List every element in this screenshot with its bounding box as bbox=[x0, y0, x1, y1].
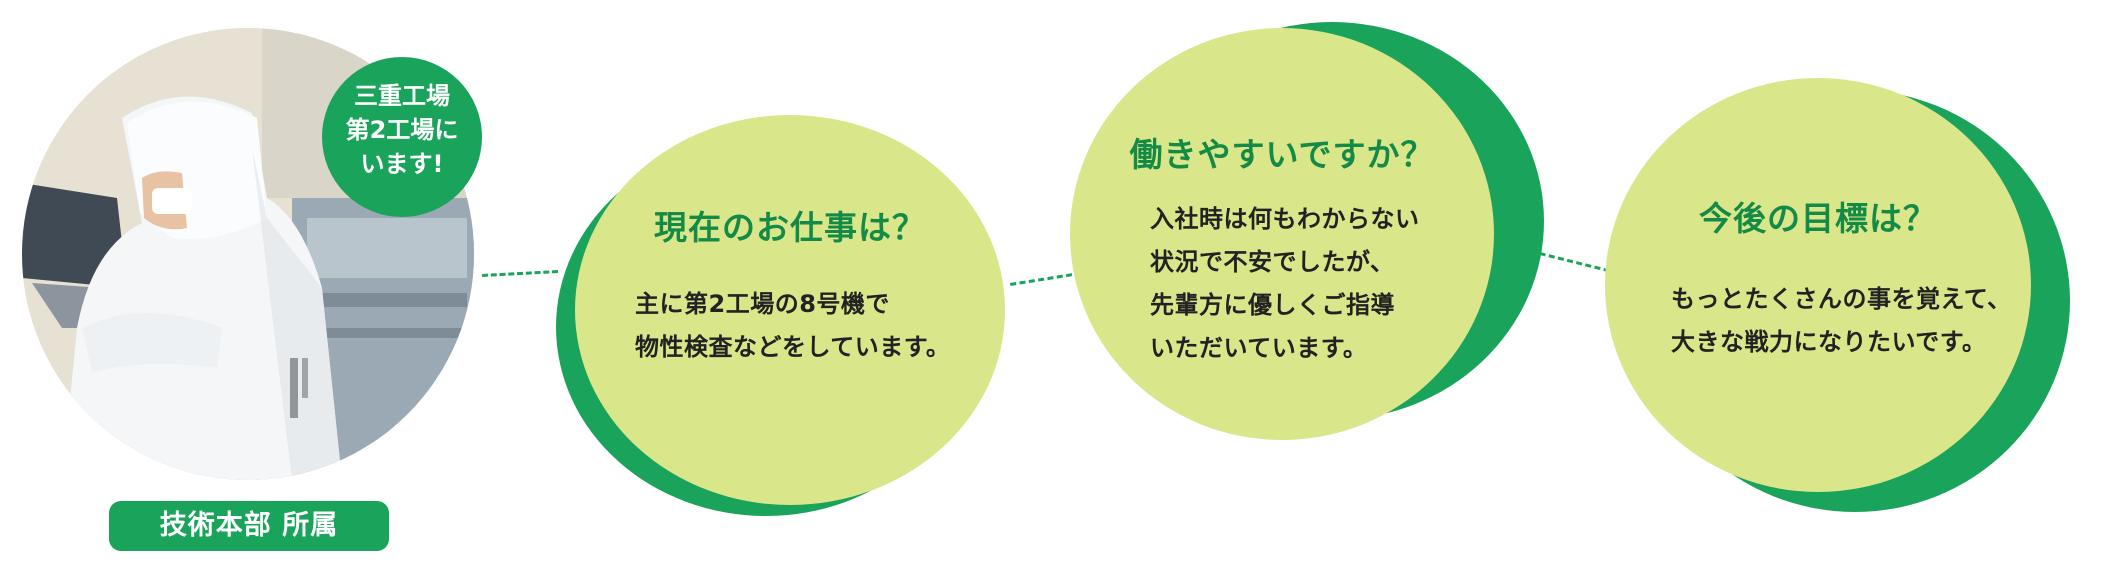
connector-1 bbox=[482, 270, 559, 277]
question-work-environment: 働きやすいですか？ bbox=[1129, 135, 1435, 174]
bubble-current-job: 現在のお仕事は？ 主に第2工場の8号機で 物性検査などをしています。 bbox=[575, 115, 1005, 505]
connector-3 bbox=[1539, 252, 1610, 273]
department-label: 技術本部 所属 bbox=[109, 501, 389, 551]
location-badge-line-1: 三重工場 bbox=[354, 82, 450, 110]
location-badge: 三重工場 第2工場に います! bbox=[322, 57, 482, 217]
answer-work-environment: 入社時は何もわからない 状況で不安でしたが、 先輩方に優しくご指導 いただいてい… bbox=[1150, 205, 1420, 362]
bubble-work-environment: 働きやすいですか？ 入社時は何もわからない 状況で不安でしたが、 先輩方に優しく… bbox=[1070, 28, 1494, 440]
location-badge-line-3: います! bbox=[360, 150, 444, 178]
answer-future-goal: もっとたくさんの事を覚えて、 大きな戦力になりたいです。 bbox=[1671, 285, 2012, 356]
location-badge-line-2: 第2工場に bbox=[345, 116, 459, 144]
connector-2 bbox=[1010, 271, 1082, 286]
answer-current-job: 主に第2工場の8号機で 物性検査などをしています。 bbox=[635, 290, 951, 361]
bubble-future-goal: 今後の目標は？ もっとたくさんの事を覚えて、 大きな戦力になりたいです。 bbox=[1605, 78, 2031, 492]
question-future-goal: 今後の目標は？ bbox=[1699, 199, 1937, 238]
question-current-job: 現在のお仕事は？ bbox=[654, 208, 926, 247]
